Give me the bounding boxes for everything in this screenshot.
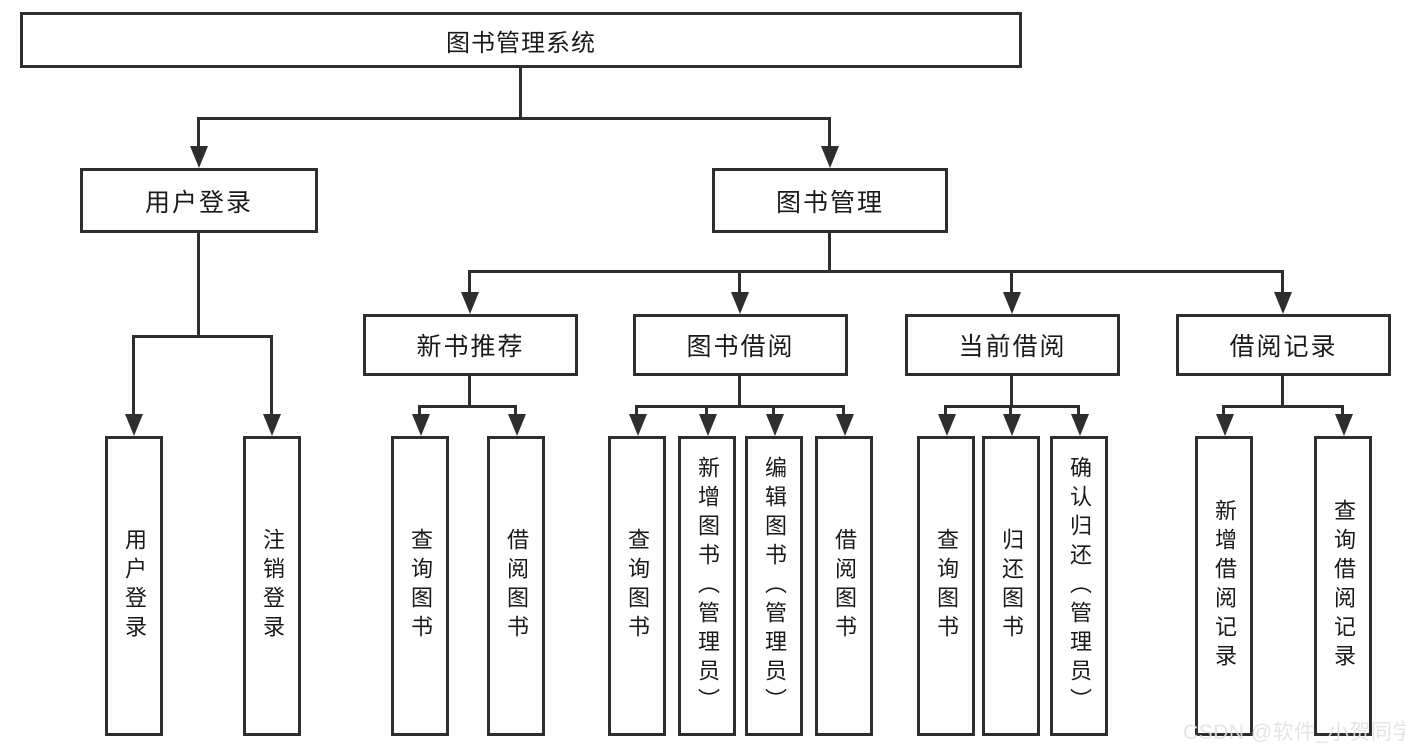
connector-line xyxy=(468,374,471,407)
connector-line xyxy=(1222,405,1344,408)
node-leaf-borrow-book-1: 借阅图书 xyxy=(487,436,545,736)
connector-line xyxy=(705,405,708,418)
node-borrow-records: 借阅记录 xyxy=(1176,314,1391,376)
connector-line xyxy=(1281,270,1284,296)
arrowhead-icon xyxy=(699,414,717,436)
node-leaf-query-borrow-record: 查询借阅记录 xyxy=(1314,436,1372,736)
arrowhead-icon xyxy=(938,414,956,436)
arrowhead-icon xyxy=(836,414,854,436)
connector-line xyxy=(828,117,831,150)
connector-line xyxy=(1222,405,1225,418)
arrowhead-icon xyxy=(190,146,208,168)
connector-line xyxy=(1077,405,1080,418)
connector-line xyxy=(270,335,273,417)
node-leaf-add-borrow-record: 新增借阅记录 xyxy=(1195,436,1253,736)
connector-line xyxy=(738,270,741,296)
connector-line xyxy=(519,65,522,119)
connector-line xyxy=(418,405,421,418)
connector-line xyxy=(635,405,638,418)
connector-line xyxy=(944,405,1080,408)
connector-line xyxy=(132,335,273,338)
node-leaf-confirm-return-admin: 确认归还（管理员） xyxy=(1050,436,1108,736)
node-leaf-edit-book-admin: 编辑图书（管理员） xyxy=(745,436,803,736)
connector-line xyxy=(944,405,947,418)
arrowhead-icon xyxy=(1335,414,1353,436)
connector-line xyxy=(197,231,200,337)
arrowhead-icon xyxy=(263,414,281,436)
watermark: CSDN @软件_小贺同学 xyxy=(1183,721,1405,744)
arrowhead-icon xyxy=(125,414,143,436)
arrowhead-icon xyxy=(821,146,839,168)
node-leaf-query-book-3: 查询图书 xyxy=(917,436,975,736)
connector-line xyxy=(772,405,775,418)
node-root: 图书管理系统 xyxy=(20,12,1022,68)
arrowhead-icon xyxy=(461,292,479,314)
node-new-book-recommend: 新书推荐 xyxy=(363,314,578,376)
connector-line xyxy=(738,374,741,407)
arrowhead-icon xyxy=(1003,292,1021,314)
connector-line xyxy=(197,117,831,120)
connector-line xyxy=(132,335,135,417)
connector-line xyxy=(468,270,1284,273)
connector-line xyxy=(1010,374,1013,407)
node-leaf-user-login: 用户登录 xyxy=(105,436,163,736)
node-user-login: 用户登录 xyxy=(80,168,318,233)
connector-line xyxy=(514,405,517,418)
arrowhead-icon xyxy=(412,414,430,436)
connector-line xyxy=(418,405,517,408)
node-current-borrow: 当前借阅 xyxy=(905,314,1120,376)
node-leaf-query-book-1: 查询图书 xyxy=(391,436,449,736)
connector-line xyxy=(842,405,845,418)
node-leaf-borrow-book-2: 借阅图书 xyxy=(815,436,873,736)
arrowhead-icon xyxy=(731,292,749,314)
connector-line xyxy=(828,231,831,272)
arrowhead-icon xyxy=(766,414,784,436)
connector-line xyxy=(1281,374,1284,407)
connector-line xyxy=(635,405,845,408)
node-book-management: 图书管理 xyxy=(712,168,948,233)
connector-line xyxy=(1010,270,1013,296)
arrowhead-icon xyxy=(1274,292,1292,314)
arrowhead-icon xyxy=(1216,414,1234,436)
arrowhead-icon xyxy=(1071,414,1089,436)
arrowhead-icon xyxy=(508,414,526,436)
arrowhead-icon xyxy=(1003,414,1021,436)
node-book-borrow: 图书借阅 xyxy=(633,314,848,376)
node-leaf-logout: 注销登录 xyxy=(243,436,301,736)
node-leaf-query-book-2: 查询图书 xyxy=(608,436,666,736)
connector-line xyxy=(197,117,200,150)
arrowhead-icon xyxy=(629,414,647,436)
connector-line xyxy=(468,270,471,296)
connector-line xyxy=(1009,405,1012,418)
node-leaf-return-book: 归还图书 xyxy=(982,436,1040,736)
node-leaf-add-book-admin: 新增图书（管理员） xyxy=(678,436,736,736)
connector-line xyxy=(1341,405,1344,418)
